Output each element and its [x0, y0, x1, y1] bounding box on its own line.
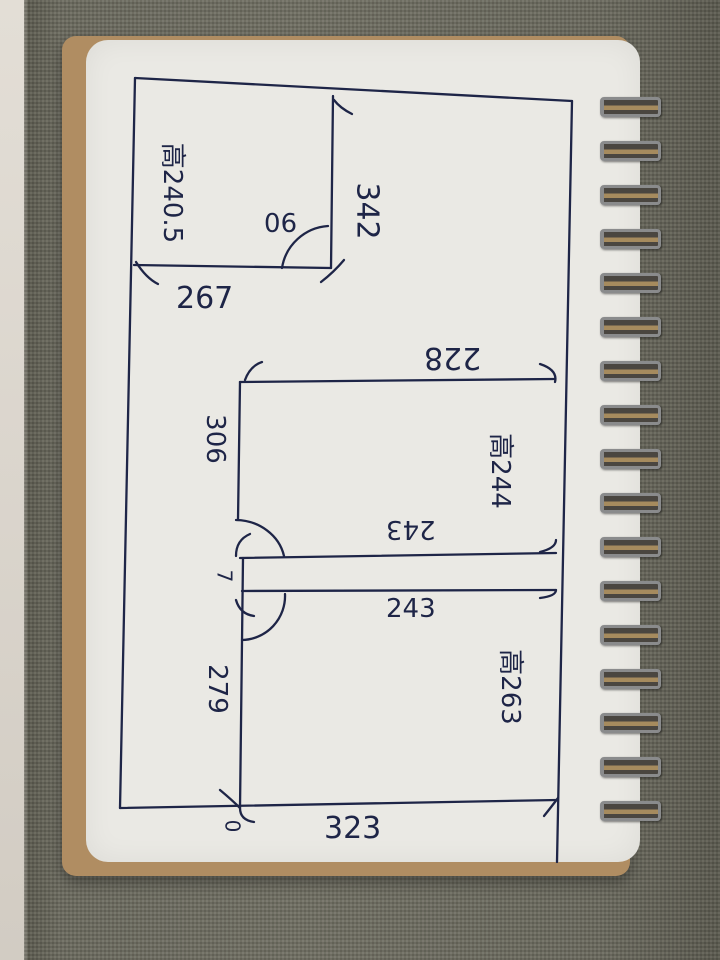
spiral-ring: [600, 405, 661, 425]
outer-bottom-wall: [118, 798, 559, 810]
label-upper-room-width: 228: [424, 340, 482, 375]
label-lower-room-height: 高263: [494, 649, 525, 725]
label-top-room-side: 342: [349, 182, 385, 240]
spiral-ring: [600, 97, 661, 117]
spiral-ring: [600, 713, 661, 733]
label-upper-room-height: 高244: [484, 433, 515, 509]
spiral-ring: [600, 317, 661, 337]
spiral-ring: [600, 537, 661, 557]
spiral-ring: [600, 669, 661, 689]
spiral-ring: [600, 361, 661, 381]
corridor-lower-wall: [240, 588, 558, 593]
label-bottom-width: 323: [324, 811, 382, 846]
outer-top-wall: [133, 76, 574, 103]
label-top-room-width: 267: [176, 281, 234, 316]
spiral-ring: [600, 229, 661, 249]
top-room-bottom-wall: [132, 263, 333, 270]
door-swing-90: [280, 224, 330, 270]
label-top-room-height: 高240.5: [157, 142, 188, 244]
spiral-ring: [600, 757, 661, 777]
corridor-upper-wall: [238, 551, 558, 560]
spiral-ring: [600, 581, 661, 601]
label-corner: 0: [220, 819, 245, 833]
label-corridor-gap: 7: [212, 569, 237, 583]
floor-tile: [0, 0, 24, 960]
label-upper-room-side: 306: [199, 414, 230, 464]
spiral-ring: [600, 493, 661, 513]
upper-room-top-wall: [238, 377, 557, 384]
label-corridor-upper: 243: [386, 514, 436, 544]
door-swing-lower: [240, 592, 287, 642]
door-swing-upper: [234, 518, 286, 558]
label-door-angle: 90: [264, 206, 298, 236]
notebook-page: [86, 40, 640, 862]
spiral-ring: [600, 449, 661, 469]
label-lower-room-side: 279: [201, 664, 232, 714]
lower-room-left-wall: [238, 556, 245, 810]
label-corridor-lower: 243: [386, 594, 436, 624]
upper-room-left-wall: [236, 380, 242, 522]
spiral-ring: [600, 141, 661, 161]
outer-left-wall: [118, 76, 137, 810]
spiral-ring: [600, 273, 661, 293]
top-room-right-wall: [329, 94, 335, 270]
outer-right-wall: [555, 99, 574, 864]
spiral-ring: [600, 801, 661, 821]
spiral-ring: [600, 185, 661, 205]
spiral-ring: [600, 625, 661, 645]
